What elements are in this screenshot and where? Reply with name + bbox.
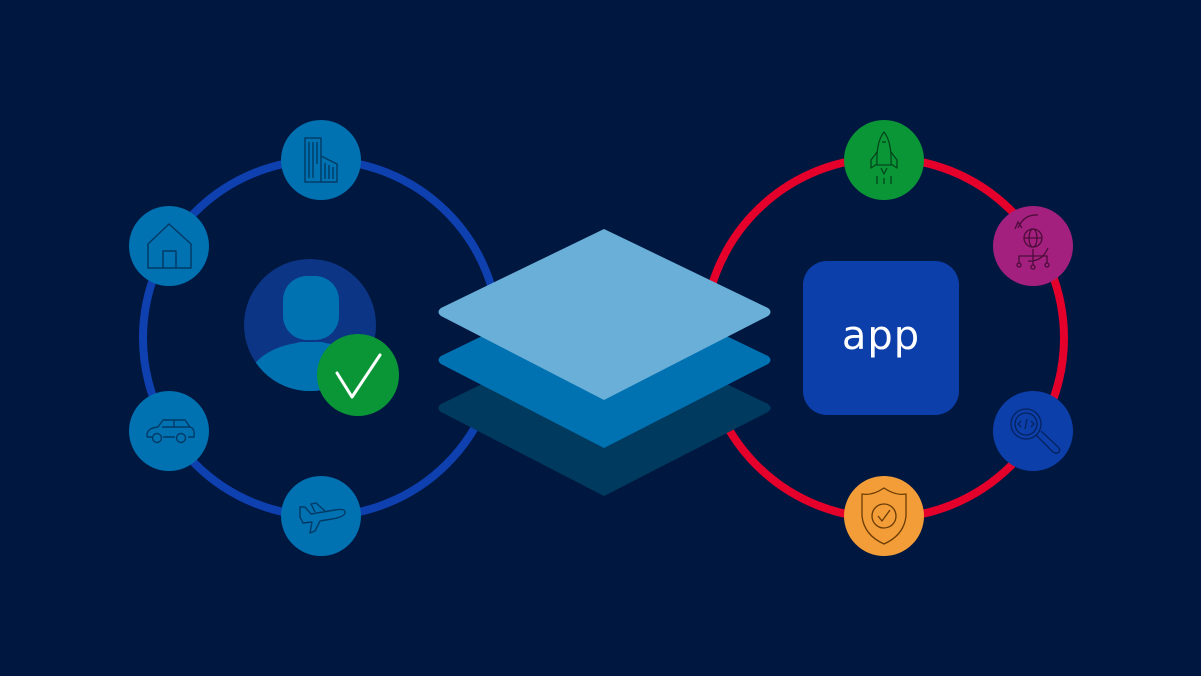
app-label: app xyxy=(841,313,921,359)
checkmark-icon xyxy=(335,353,382,399)
airplane-node xyxy=(281,476,361,556)
layers-stack-icon xyxy=(438,229,771,496)
verified-badge xyxy=(317,334,399,416)
building-icon xyxy=(304,137,338,183)
app-tile xyxy=(803,261,959,415)
house-node xyxy=(129,206,209,286)
car-icon xyxy=(146,419,195,444)
house-icon xyxy=(147,223,192,269)
car-node xyxy=(129,391,209,471)
rocket-icon xyxy=(870,131,898,184)
code-search-node xyxy=(993,391,1073,471)
security-shield-check-icon xyxy=(861,487,907,545)
security-node xyxy=(844,476,924,556)
rocket-node xyxy=(844,120,924,200)
global-network-sync-icon xyxy=(1014,214,1050,270)
airplane-icon xyxy=(299,502,346,534)
global-network-node xyxy=(993,206,1073,286)
building-node xyxy=(281,120,361,200)
code-search-icon xyxy=(1010,408,1061,454)
